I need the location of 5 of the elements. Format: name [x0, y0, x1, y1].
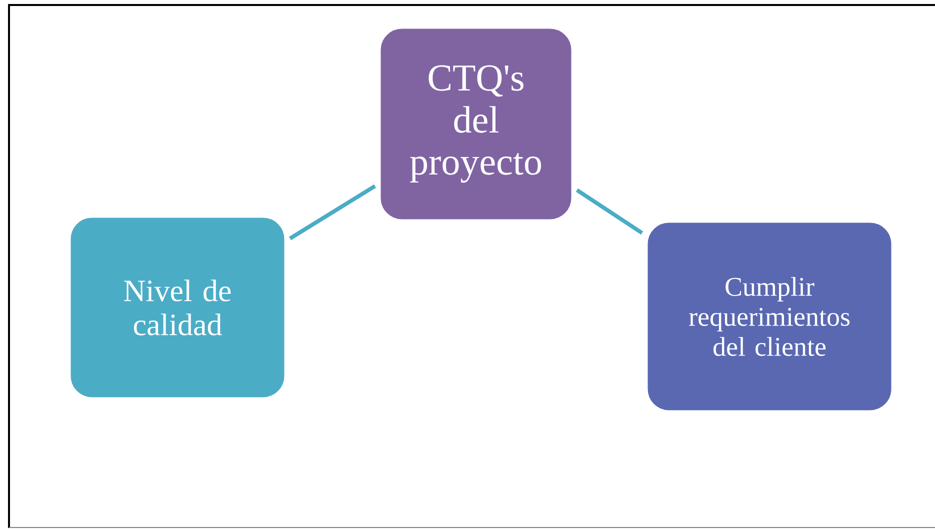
- connector-line: [576, 188, 644, 235]
- connector-line: [288, 184, 376, 240]
- process-box: Nivel de calidad: [69, 216, 286, 399]
- process-box: Cumplir requerimientos del cliente: [646, 221, 893, 412]
- process-box: CTQ's del proyecto: [379, 27, 573, 221]
